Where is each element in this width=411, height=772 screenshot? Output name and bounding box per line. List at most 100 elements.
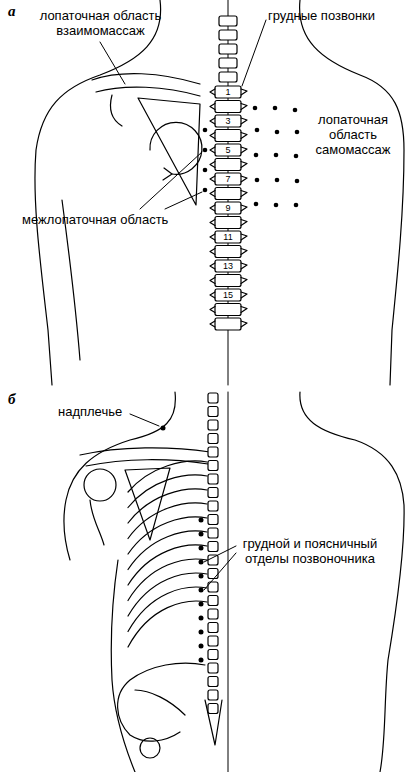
spinous-process bbox=[241, 292, 247, 298]
region-label: грудной и поясничный отделы позвоночника bbox=[240, 536, 380, 566]
vertebra bbox=[208, 690, 218, 700]
massage-dots-b bbox=[161, 426, 204, 663]
vertebra-number: 3 bbox=[225, 116, 230, 126]
spinous-process bbox=[241, 133, 247, 139]
transverse-process bbox=[210, 147, 215, 153]
transverse-process bbox=[210, 321, 215, 327]
cervical-vertebra bbox=[219, 30, 237, 40]
vertebra bbox=[208, 596, 218, 606]
spinous-process bbox=[241, 234, 247, 240]
massage-dot bbox=[199, 574, 204, 579]
spinous-process bbox=[241, 249, 247, 255]
transverse-process bbox=[210, 234, 215, 240]
midline-b bbox=[228, 392, 229, 772]
spinous-process bbox=[241, 321, 247, 327]
transverse-process bbox=[210, 278, 215, 284]
spine-a bbox=[210, 16, 247, 330]
vertebra bbox=[215, 217, 241, 229]
vertebra bbox=[215, 101, 241, 113]
spinous-process bbox=[241, 118, 247, 124]
vertebra bbox=[215, 130, 241, 142]
vertebra bbox=[208, 434, 218, 444]
transverse-process bbox=[210, 104, 215, 110]
vertebra bbox=[208, 488, 218, 498]
vertebra bbox=[215, 159, 241, 171]
ribs-b bbox=[128, 461, 207, 647]
cervical-vertebra bbox=[219, 44, 237, 54]
massage-dot bbox=[199, 588, 204, 593]
vertebra-number: 1 bbox=[225, 87, 230, 97]
vertebra bbox=[208, 569, 218, 579]
spine-b bbox=[208, 393, 218, 714]
vertebra bbox=[208, 528, 218, 538]
massage-dot bbox=[199, 532, 204, 537]
rib bbox=[128, 489, 207, 523]
vertebra bbox=[208, 663, 218, 673]
vertebra bbox=[215, 246, 241, 258]
region-label: надплечье bbox=[58, 404, 122, 419]
spinous-process bbox=[241, 176, 247, 182]
vertebra bbox=[215, 115, 241, 127]
leader-lines-a bbox=[100, 20, 266, 209]
vertebra bbox=[208, 474, 218, 484]
transverse-process bbox=[210, 205, 215, 211]
vertebra bbox=[208, 704, 218, 714]
vertebra bbox=[215, 173, 241, 185]
rib bbox=[128, 503, 207, 538]
transverse-process bbox=[210, 191, 215, 197]
vertebra-number: 13 bbox=[223, 261, 233, 271]
spinous-process bbox=[241, 278, 247, 284]
vertebra bbox=[208, 677, 218, 687]
vertebra bbox=[215, 144, 241, 156]
massage-dot bbox=[199, 518, 204, 523]
region-label: межлопаточная область bbox=[22, 212, 168, 227]
vertebra bbox=[215, 188, 241, 200]
panel-letter: б bbox=[8, 392, 16, 407]
cervical-vertebra bbox=[219, 72, 237, 82]
vertebra bbox=[215, 202, 241, 214]
transverse-process bbox=[210, 263, 215, 269]
vertebra-number: 15 bbox=[223, 290, 233, 300]
vertebra bbox=[208, 515, 218, 525]
spinous-process bbox=[241, 205, 247, 211]
spinous-process bbox=[241, 89, 247, 95]
spinous-process bbox=[241, 307, 247, 313]
region-label: лопаточная область взаимомассаж bbox=[28, 8, 173, 38]
leader-lines-b bbox=[130, 414, 236, 590]
vertebra bbox=[208, 461, 218, 471]
spinous-process bbox=[241, 263, 247, 269]
scapula-b bbox=[80, 448, 210, 545]
transverse-process bbox=[210, 176, 215, 182]
cervical-vertebra bbox=[219, 58, 237, 68]
spinous-process bbox=[241, 191, 247, 197]
vertebra bbox=[208, 447, 218, 457]
vertebra bbox=[208, 420, 218, 430]
massage-dots-a bbox=[203, 106, 300, 208]
pelvis-b bbox=[118, 663, 222, 758]
vertebra-number: 11 bbox=[223, 232, 232, 242]
transverse-process bbox=[210, 220, 215, 226]
panel-letter: а bbox=[8, 4, 16, 19]
massage-dot bbox=[199, 616, 204, 621]
spinous-process bbox=[241, 104, 247, 110]
vertebra bbox=[215, 86, 241, 98]
vertebra bbox=[208, 407, 218, 417]
spinous-process bbox=[241, 162, 247, 168]
transverse-process bbox=[210, 292, 215, 298]
vertebra-number: 7 bbox=[225, 174, 230, 184]
vertebra bbox=[208, 555, 218, 565]
transverse-process bbox=[210, 162, 215, 168]
vertebra bbox=[215, 275, 241, 287]
region-label: грудные позвонки bbox=[268, 8, 375, 23]
vertebra-number: 5 bbox=[225, 145, 230, 155]
region-label: лопаточная область самомассаж bbox=[305, 112, 401, 157]
cervical-vertebra bbox=[219, 16, 237, 26]
vertebra bbox=[215, 231, 241, 243]
vertebra-number: 9 bbox=[225, 203, 230, 213]
vertebra bbox=[208, 609, 218, 619]
spinous-process bbox=[241, 147, 247, 153]
rib bbox=[128, 517, 207, 554]
vertebra bbox=[215, 289, 241, 301]
massage-dot bbox=[199, 560, 204, 565]
massage-dot bbox=[199, 644, 204, 649]
